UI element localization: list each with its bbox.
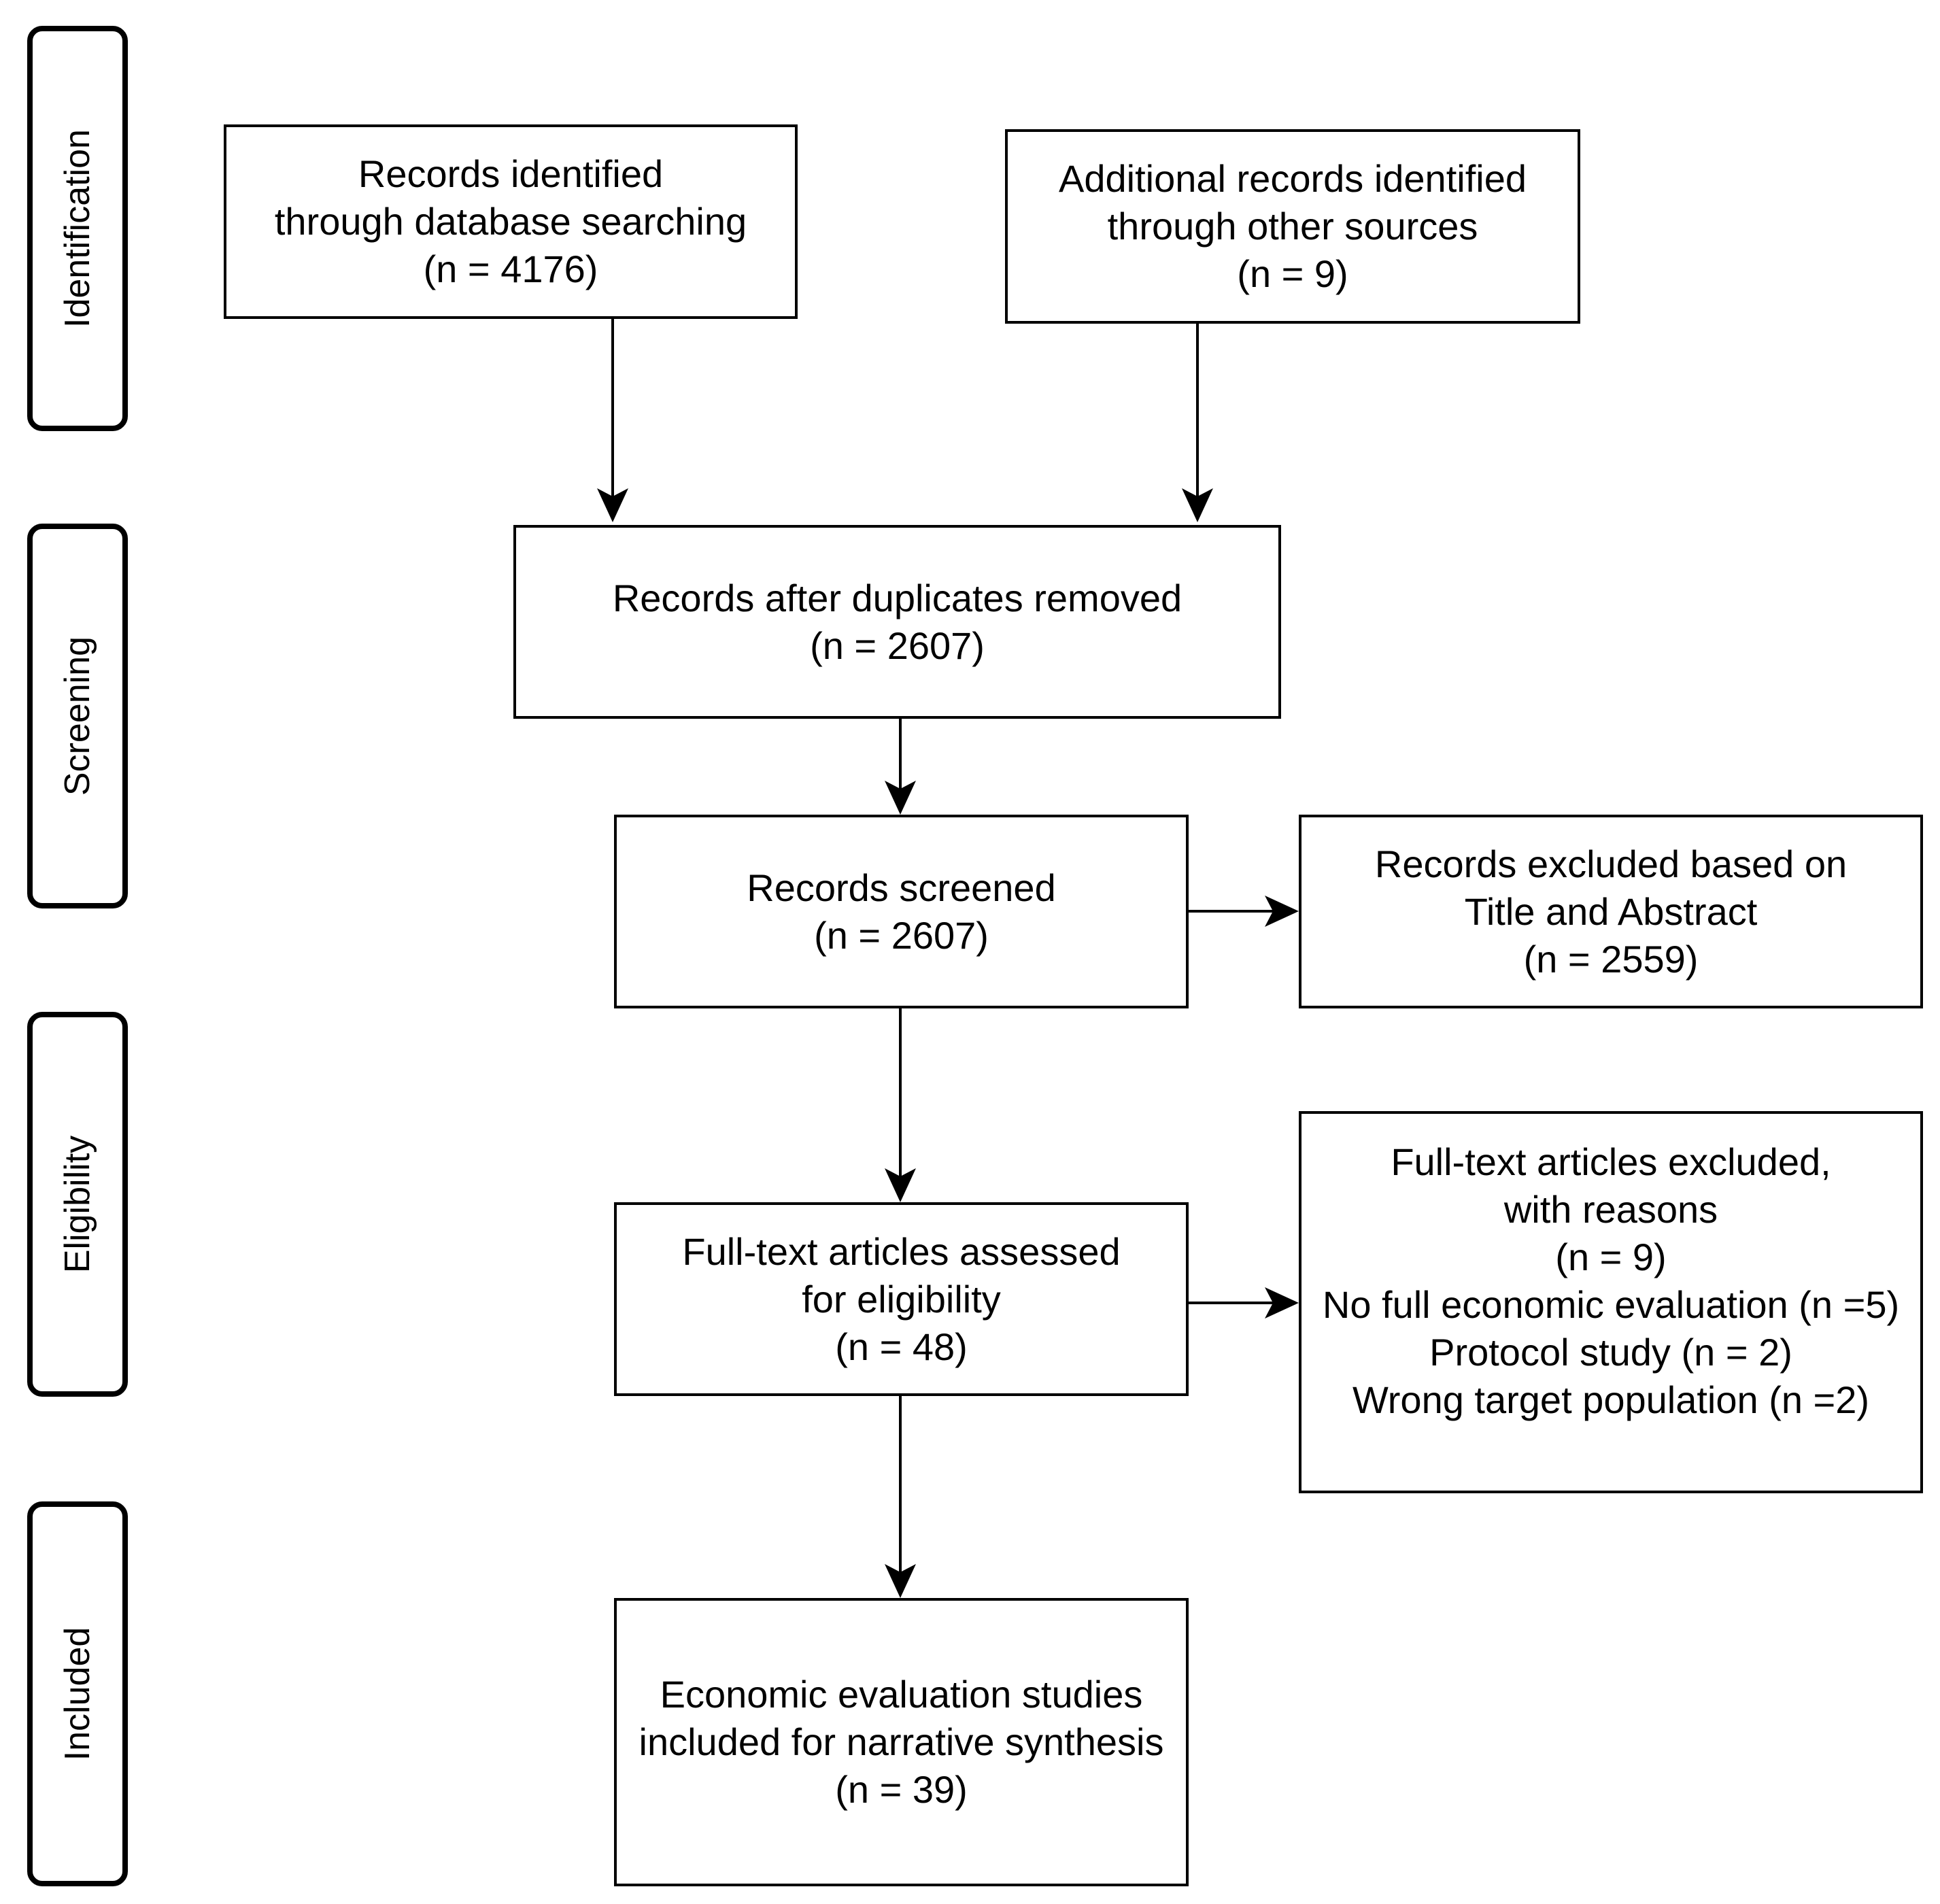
stage-included-label: Included: [58, 1627, 97, 1761]
box-text-line: Full-text articles assessed: [682, 1229, 1121, 1273]
box-text-line: (n = 9): [1555, 1236, 1667, 1278]
box-text-line: through other sources: [1107, 205, 1478, 248]
box-text-line: No full economic evaluation (n =5): [1322, 1283, 1900, 1326]
box-full-text-assessed: Full-text articles assessed for eligibil…: [614, 1202, 1189, 1396]
box-text-line: (n = 4176): [423, 248, 598, 290]
box-text-line: (n = 48): [835, 1325, 968, 1368]
box-text-line: through database searching: [274, 200, 747, 243]
box-text-line: Title and Abstract: [1464, 889, 1758, 933]
box-text-line: Wrong target population (n =2): [1352, 1378, 1870, 1421]
arrowhead-screened-excluded: [1265, 896, 1299, 927]
arrowhead-fulltext-excluded: [1265, 1287, 1299, 1319]
arrowhead-other: [1182, 488, 1213, 522]
stage-included: Included: [27, 1501, 128, 1886]
box-text-line: with reasons: [1503, 1188, 1718, 1231]
box-full-text-excluded: Full-text articles excluded, with reason…: [1299, 1111, 1923, 1493]
box-other-sources: Additional records identified through ot…: [1005, 129, 1580, 324]
box-text-line: Full-text articles excluded,: [1391, 1140, 1831, 1183]
stage-eligibility: Eligibility: [27, 1012, 128, 1397]
stage-screening: Screening: [27, 524, 128, 908]
box-text-line: (n = 2559): [1523, 937, 1699, 981]
stage-screening-label: Screening: [58, 636, 97, 796]
stage-eligibility-label: Eligibility: [58, 1135, 97, 1274]
box-database-records: Records identified through database sear…: [224, 124, 798, 319]
stage-identification-label: Identification: [58, 129, 97, 328]
box-text-line: (n = 9): [1237, 252, 1348, 295]
box-included-studies: Economic evaluation studies included for…: [614, 1598, 1189, 1886]
box-text-line: (n = 2607): [810, 624, 985, 667]
arrowhead-duplicates: [885, 781, 916, 815]
box-text-line: Protocol study (n = 2): [1429, 1331, 1792, 1374]
box-text-line: included for narrative synthesis: [639, 1720, 1164, 1763]
stage-identification: Identification: [27, 26, 128, 431]
arrowhead-fulltext-included: [885, 1564, 916, 1598]
box-text-line: Records after duplicates removed: [612, 576, 1182, 619]
arrowhead-screened-fulltext: [885, 1168, 916, 1202]
box-excluded-title-abstract: Records excluded based on Title and Abst…: [1299, 815, 1923, 1008]
box-text-line: Economic evaluation studies: [660, 1673, 1143, 1716]
box-text-line: (n = 2607): [814, 913, 989, 957]
box-text-line: Additional records identified: [1059, 157, 1527, 200]
arrowhead-database: [597, 488, 628, 522]
box-text-line: (n = 39): [835, 1768, 968, 1811]
box-text-line: Records excluded based on: [1374, 842, 1848, 885]
box-text-line: Records identified: [358, 152, 664, 195]
box-text-line: Records screened: [747, 866, 1056, 909]
box-duplicates-removed: Records after duplicates removed (n = 26…: [513, 525, 1281, 719]
box-records-screened: Records screened (n = 2607): [614, 815, 1189, 1008]
box-text-line: for eligibility: [802, 1277, 1001, 1321]
